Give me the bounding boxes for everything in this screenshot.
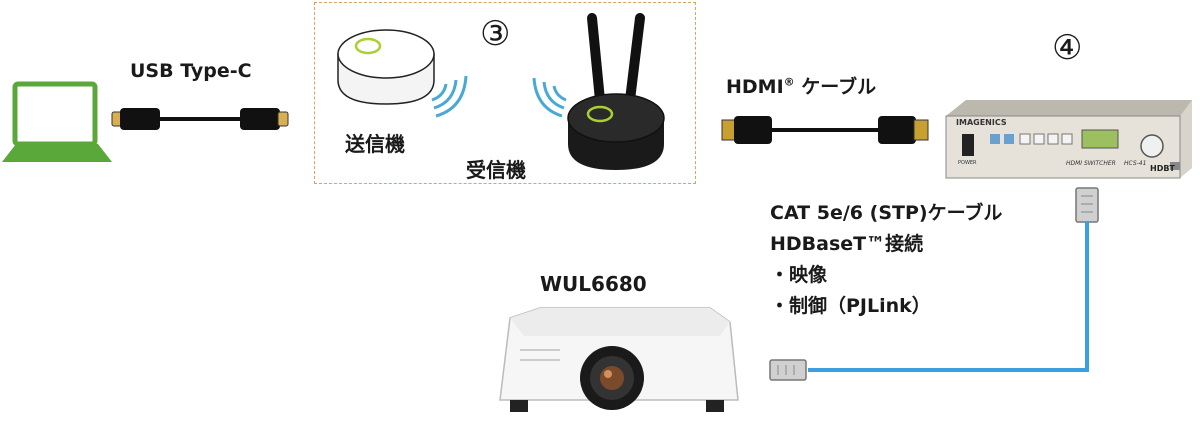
- receiver-label: 受信機: [466, 158, 526, 182]
- step-3-marker: ③: [480, 14, 511, 54]
- wireless-kit-frame: [314, 2, 696, 184]
- hdmi-cable-label: HDMI® ケーブル: [726, 72, 876, 99]
- cat-cable-description: CAT 5e/6 (STP)ケーブル HDBaseT™接続 ・映像 ・制御（PJ…: [770, 198, 1002, 322]
- hdmi-switcher-device: [945, 100, 1192, 179]
- cat-line-video: ・映像: [770, 264, 828, 286]
- switcher-hdbt-logo: HDBT: [1150, 164, 1175, 173]
- receiver-device-icon: [567, 13, 665, 170]
- transmitter-wifi-icon: [431, 75, 468, 118]
- cat-line-cable: CAT 5e/6 (STP)ケーブル: [770, 202, 1003, 224]
- hdmi-label-main: HDMI: [726, 76, 784, 98]
- cat-line-control: ・制御（PJLink）: [770, 295, 931, 317]
- step-4-marker: ④: [1052, 28, 1083, 68]
- projector-device-icon: [499, 307, 739, 412]
- hdmi-label-tail: ケーブル: [794, 76, 877, 98]
- usb-cable-label: USB Type-C: [130, 60, 252, 82]
- switcher-power-label: POWER: [958, 160, 977, 166]
- switcher-model-number: HCS-41: [1124, 160, 1147, 167]
- hdmi-registered-mark: ®: [783, 75, 795, 89]
- usb-c-cable-icon: [111, 108, 289, 130]
- projector-model-label: WUL6680: [540, 272, 647, 296]
- switcher-brand: IMAGENICS: [956, 118, 1007, 127]
- switcher-model-text: HDMI SWITCHER: [1066, 160, 1116, 167]
- cat-cable-icon: [769, 187, 1099, 381]
- cat-line-hdbaset: HDBaseT™接続: [770, 233, 924, 255]
- hdmi-cable-icon: [721, 116, 929, 144]
- receiver-wifi-icon: [532, 77, 567, 118]
- transmitter-device-icon: [337, 29, 435, 105]
- transmitter-label: 送信機: [345, 132, 405, 156]
- laptop-icon: [2, 81, 112, 162]
